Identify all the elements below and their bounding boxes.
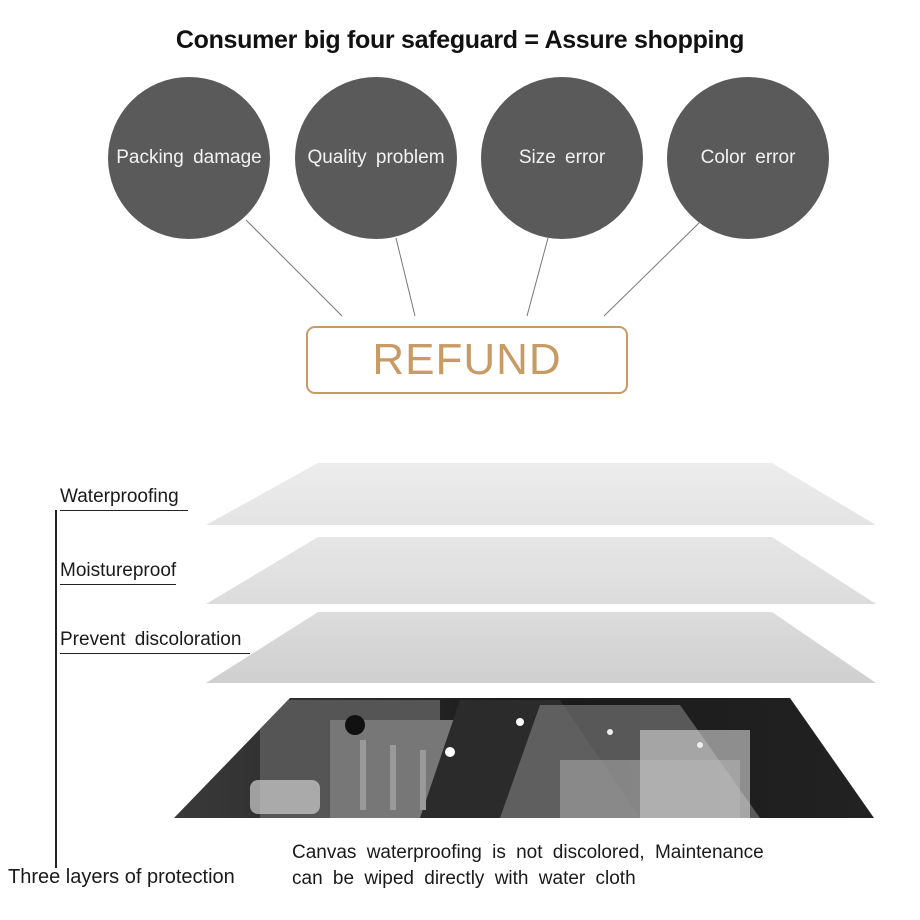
connector-line xyxy=(603,221,701,317)
refund-label: REFUND xyxy=(372,335,562,384)
caption-line: can be wiped directly with water cloth xyxy=(292,868,636,889)
layers-group-label: Three layers of protection xyxy=(8,866,235,888)
safeguard-packing-damage: Packing damage xyxy=(108,77,270,239)
layer-label-moistureproof: Moistureproof xyxy=(60,560,176,585)
safeguard-size-error: Size error xyxy=(481,77,643,239)
safeguard-label: Size error xyxy=(518,147,606,168)
connector-line xyxy=(526,237,549,317)
connector-line xyxy=(245,219,343,317)
caption-line: Canvas waterproofing is not discolored, … xyxy=(292,842,764,863)
safeguard-color-error: Color error xyxy=(667,77,829,239)
canvas-print-image xyxy=(174,698,874,818)
layer-waterproofing xyxy=(206,463,876,525)
layer-label-prevent-discoloration: Prevent discoloration xyxy=(60,629,250,654)
safeguard-label: Quality problem xyxy=(307,147,445,168)
refund-box: REFUND xyxy=(306,326,628,394)
canvas-caption: Canvas waterproofing is not discolored, … xyxy=(292,840,764,892)
safeguard-quality-problem: Quality problem xyxy=(295,77,457,239)
layers-bracket-line xyxy=(55,510,57,868)
connector-line xyxy=(395,237,416,317)
safeguard-label: Packing damage xyxy=(116,147,262,168)
layer-label-waterproofing: Waterproofing xyxy=(60,486,188,511)
layer-moistureproof xyxy=(206,537,876,604)
safeguard-label: Color error xyxy=(700,147,796,168)
layer-prevent-discoloration xyxy=(206,612,876,683)
page-title: Consumer big four safeguard = Assure sho… xyxy=(175,26,745,54)
